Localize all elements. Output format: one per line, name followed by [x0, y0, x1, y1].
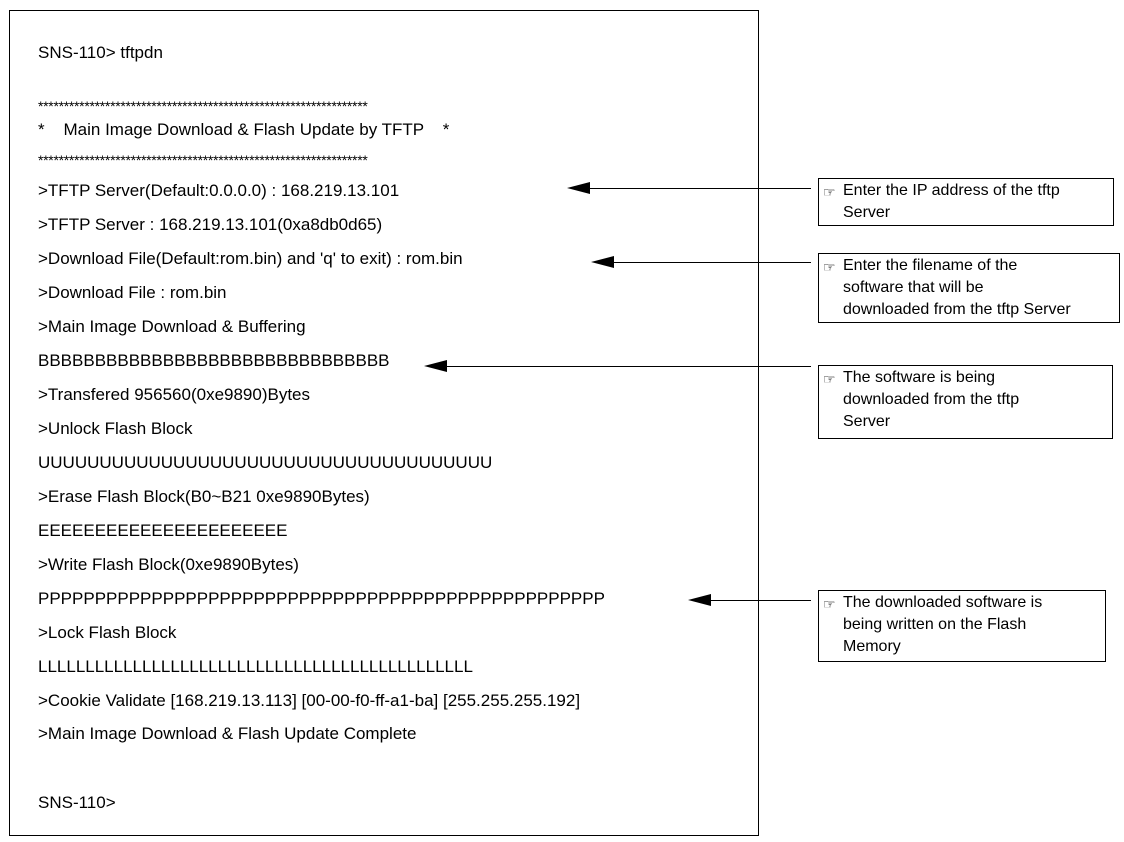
console-progress-l: LLLLLLLLLLLLLLLLLLLLLLLLLLLLLLLLLLLLLLLL…: [38, 657, 473, 676]
note-text: Enter the filename of the: [843, 257, 1018, 274]
note-text: The software is being: [843, 369, 996, 386]
console-line-stars: ****************************************…: [38, 98, 368, 114]
pointing-hand-icon: ☞: [823, 371, 836, 387]
note-text: downloaded from the tftp: [843, 391, 1020, 408]
arrow-to-progress-b: [424, 360, 811, 372]
arrow-to-progress-p: [688, 594, 811, 606]
note-downloading: ☞ The software is being downloaded from …: [818, 365, 1113, 439]
pointing-hand-icon: ☞: [823, 184, 836, 200]
console-line: >Cookie Validate [168.219.13.113] [00-00…: [38, 691, 581, 710]
pointing-hand-icon: ☞: [823, 259, 836, 275]
arrow-to-download-file: [591, 256, 811, 268]
console-line: >Download File : rom.bin: [38, 283, 227, 302]
note-ip-address: ☞ Enter the IP address of the tftp Serve…: [818, 178, 1114, 226]
console-progress-e: EEEEEEEEEEEEEEEEEEEEEE: [38, 521, 288, 540]
note-text: software that will be: [843, 279, 984, 296]
arrow-to-tftp-server: [567, 182, 811, 194]
note-text: Server: [843, 413, 891, 430]
note-text: downloaded from the tftp Server: [843, 301, 1071, 318]
console-progress-u: UUUUUUUUUUUUUUUUUUUUUUUUUUUUUUUUUUUUU: [38, 453, 493, 472]
note-text: The downloaded software is: [843, 594, 1043, 611]
console-line: >TFTP Server : 168.219.13.101(0xa8db0d65…: [38, 215, 383, 234]
console-line: >Erase Flash Block(B0~B21 0xe9890Bytes): [38, 487, 370, 506]
note-text: Enter the IP address of the tftp: [843, 182, 1060, 199]
console-line-stars: ****************************************…: [38, 152, 368, 168]
console-line: SNS-110> tftpdn: [38, 43, 163, 62]
console-progress-b: BBBBBBBBBBBBBBBBBBBBBBBBBBBBBBB: [38, 351, 390, 370]
console-line: >Main Image Download & Buffering: [38, 317, 306, 336]
console-line: >Write Flash Block(0xe9890Bytes): [38, 555, 299, 574]
note-text: Server: [843, 204, 891, 221]
console-line: >Lock Flash Block: [38, 623, 177, 642]
pointing-hand-icon: ☞: [823, 596, 836, 612]
console-line: >Unlock Flash Block: [38, 419, 193, 438]
console-line: >Main Image Download & Flash Update Comp…: [38, 724, 417, 743]
note-text: Memory: [843, 638, 901, 655]
console-line: >TFTP Server(Default:0.0.0.0) : 168.219.…: [38, 181, 400, 200]
console-output-box: SNS-110> tftpdn ************************…: [9, 10, 759, 836]
note-text: being written on the Flash: [843, 616, 1027, 633]
console-line: >Transfered 956560(0xe9890)Bytes: [38, 385, 311, 404]
note-filename: ☞ Enter the filename of the software tha…: [818, 253, 1120, 323]
console-prompt: SNS-110>: [38, 793, 116, 812]
console-banner-title: * Main Image Download & Flash Update by …: [38, 120, 450, 139]
console-line: >Download File(Default:rom.bin) and 'q' …: [38, 249, 463, 268]
console-progress-p: PPPPPPPPPPPPPPPPPPPPPPPPPPPPPPPPPPPPPPPP…: [38, 589, 605, 608]
note-writing-flash: ☞ The downloaded software is being writt…: [818, 590, 1106, 662]
